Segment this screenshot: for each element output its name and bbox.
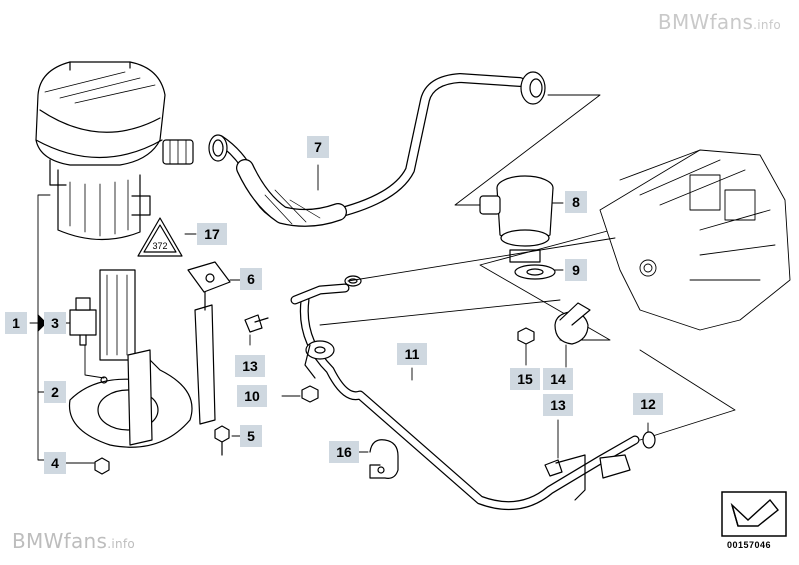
callout-1: 1 bbox=[5, 312, 27, 334]
hose-7 bbox=[208, 71, 546, 227]
clip-16 bbox=[369, 439, 399, 479]
callout-3: 3 bbox=[44, 312, 66, 334]
bolt-13 bbox=[244, 314, 586, 501]
watermark-brand: BMWfans bbox=[657, 10, 754, 34]
watermark-bottom: BMWfans.info bbox=[12, 529, 135, 553]
watermark-top: BMWfans.info bbox=[658, 10, 781, 34]
callout-7: 7 bbox=[307, 136, 329, 158]
callout-9: 9 bbox=[565, 259, 587, 281]
callout-8: 8 bbox=[565, 191, 587, 213]
support-bracket-2 bbox=[68, 269, 193, 448]
callout-15: 15 bbox=[510, 368, 540, 390]
callout-5: 5 bbox=[240, 425, 262, 447]
callout-12: 12 bbox=[633, 393, 663, 415]
pipe-11 bbox=[290, 275, 640, 511]
valve-8 bbox=[479, 175, 554, 263]
callout-10: 10 bbox=[237, 385, 267, 407]
gasket-9 bbox=[514, 264, 556, 280]
callout-4: 4 bbox=[44, 452, 66, 474]
diagram-part-number: 00157046 bbox=[727, 540, 772, 550]
callout-6: 6 bbox=[240, 268, 262, 290]
callout-11: 11 bbox=[397, 343, 427, 365]
callout-17: 17 bbox=[197, 223, 227, 245]
leader-line bbox=[347, 237, 616, 282]
nut-10 bbox=[301, 385, 319, 403]
nut-4 bbox=[94, 457, 110, 475]
callout-13-lower: 13 bbox=[543, 394, 573, 416]
diagram-logo-box bbox=[721, 491, 787, 537]
rubber-mount-3 bbox=[69, 297, 97, 346]
watermark-domain: .info bbox=[107, 537, 136, 551]
leader-line bbox=[639, 349, 736, 441]
callout-16: 16 bbox=[329, 441, 359, 463]
o-ring-12 bbox=[642, 431, 656, 449]
watermark-brand: BMWfans bbox=[12, 529, 108, 553]
label-glyph: 372 bbox=[152, 241, 167, 251]
engine-block bbox=[599, 149, 791, 331]
callout-13-upper: 13 bbox=[235, 355, 265, 377]
warning-label-17: 372 bbox=[137, 217, 183, 257]
bracket-6 bbox=[187, 261, 241, 425]
watermark-domain: .info bbox=[753, 18, 781, 32]
nut-15 bbox=[517, 327, 535, 345]
callout-14: 14 bbox=[543, 368, 573, 390]
callout-2: 2 bbox=[44, 381, 66, 403]
leader-line bbox=[319, 299, 561, 326]
bolt-5 bbox=[214, 425, 241, 456]
clamp-14 bbox=[554, 302, 591, 345]
air-pump bbox=[35, 61, 194, 241]
leader-line bbox=[479, 224, 631, 341]
